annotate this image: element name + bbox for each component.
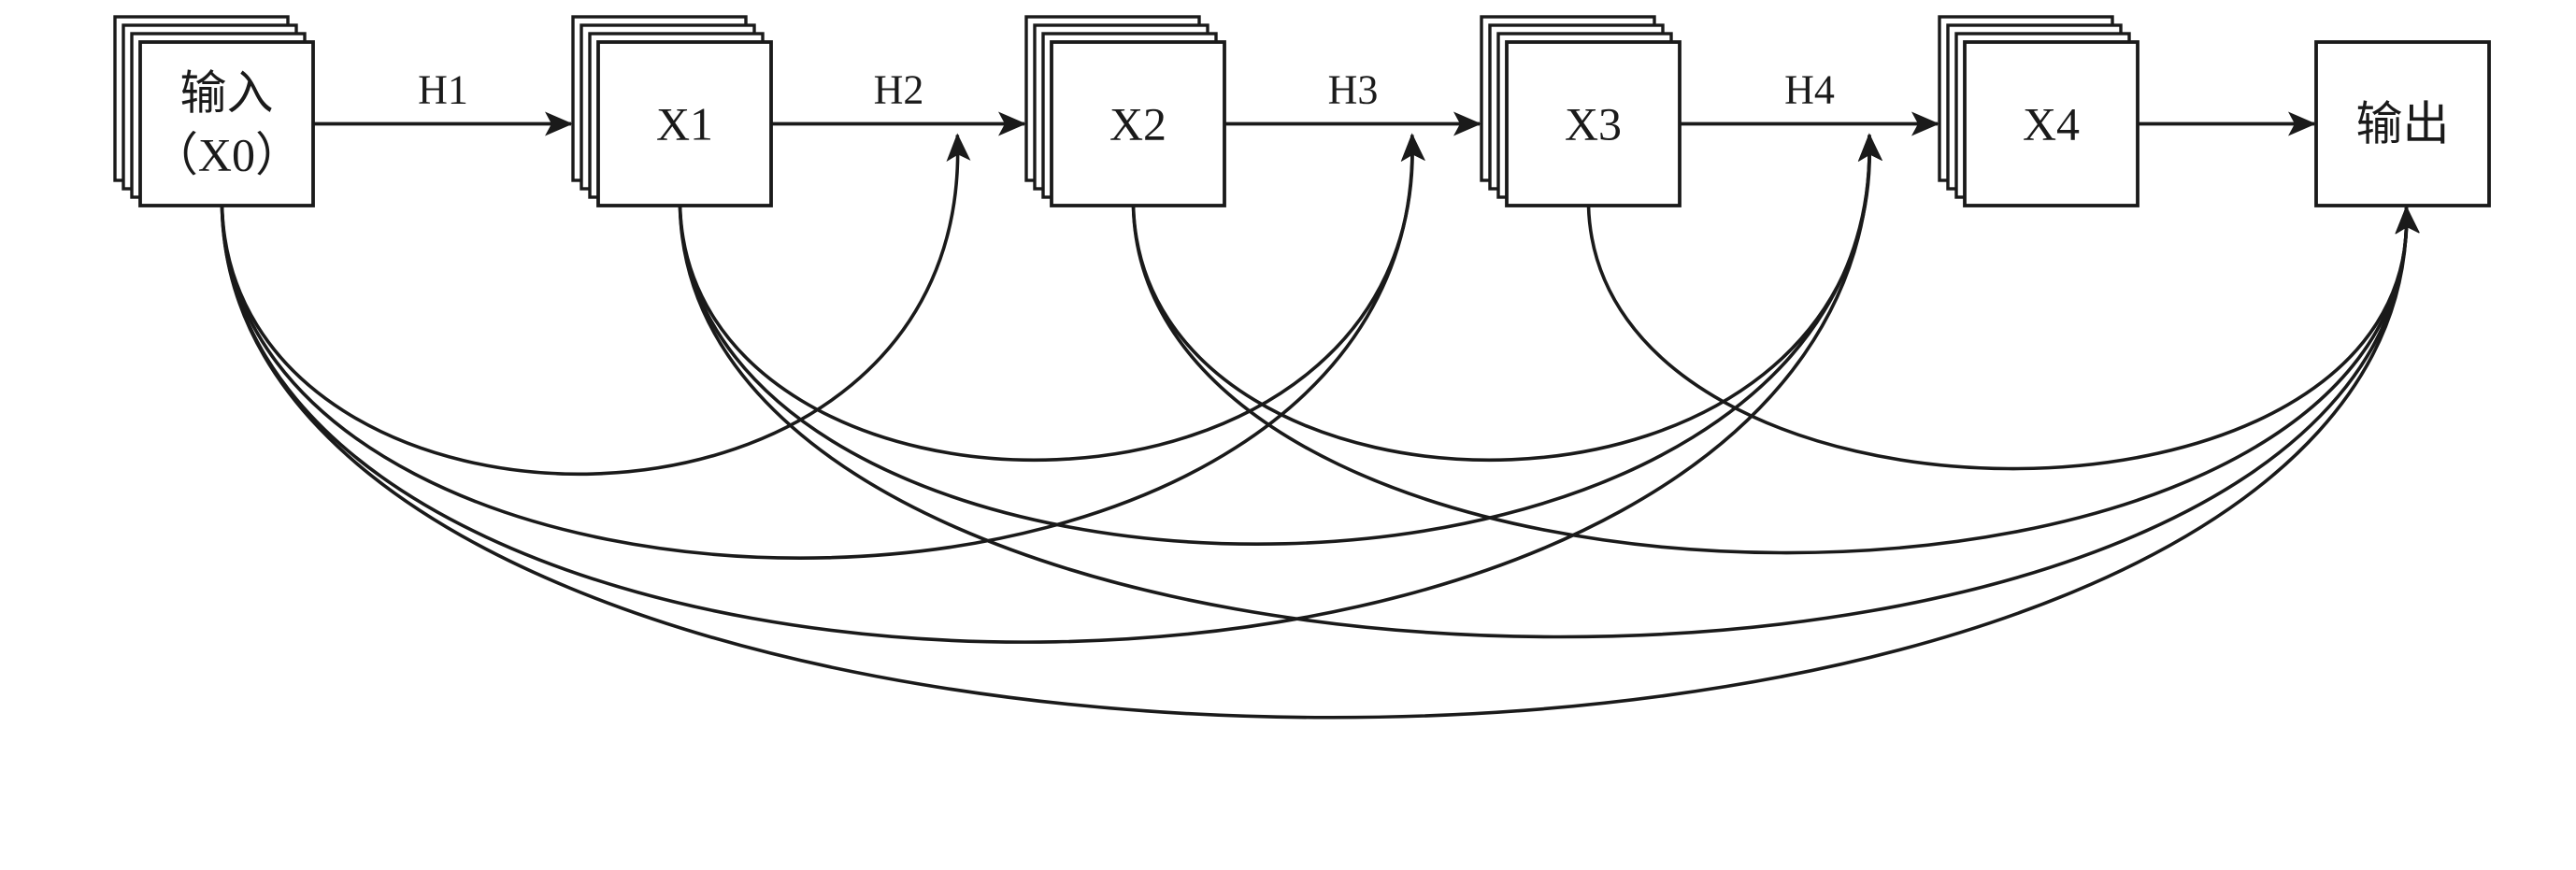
skip-connection-x2-x4 xyxy=(1131,133,1883,463)
edge-label: H1 xyxy=(418,67,468,113)
node-layer: 输入 （X0） X1 X2 X3 X4 输出 xyxy=(113,15,2491,207)
node-box xyxy=(1505,40,1682,207)
skip-connection-x1-x4 xyxy=(678,133,1882,546)
node-out: 输出 xyxy=(2314,40,2491,207)
node-x4: X4 xyxy=(1938,15,2140,207)
node-x1: X1 xyxy=(571,15,773,207)
node-label: X2 xyxy=(1109,98,1166,150)
skip-connection-x2-out xyxy=(1131,205,2420,555)
node-label: 输入 xyxy=(180,67,274,120)
node-label: X1 xyxy=(656,98,713,150)
edge-label: H4 xyxy=(1784,67,1835,113)
node-x0: 输入 （X0） xyxy=(113,15,315,207)
edge-label: H2 xyxy=(874,67,924,113)
node-x2: X2 xyxy=(1024,15,1226,207)
skip-connection-x0-out xyxy=(220,205,2420,720)
forward-edge-layer: H1 H2 H3 H4 xyxy=(313,67,2316,136)
skip-connection-x0-x4 xyxy=(220,133,1882,644)
node-box xyxy=(596,40,773,207)
node-x3: X3 xyxy=(1480,15,1682,207)
skip-connection-x1-x3 xyxy=(678,133,1425,463)
skip-connection-x0-x3 xyxy=(220,133,1425,560)
node-box xyxy=(1963,40,2140,207)
node-label: X3 xyxy=(1565,98,1622,150)
node-box xyxy=(2314,40,2491,207)
skip-connection-x0-x2 xyxy=(220,133,971,477)
node-label: （X0） xyxy=(151,129,302,181)
node-label: 输出 xyxy=(2356,98,2450,150)
node-box xyxy=(1050,40,1226,207)
skip-connection-x1-out xyxy=(678,205,2420,639)
skip-connection-x3-out xyxy=(1586,205,2420,471)
edge-label: H3 xyxy=(1328,67,1379,113)
node-box xyxy=(138,40,315,207)
skip-connection-layer xyxy=(220,133,2420,720)
node-label: X4 xyxy=(2023,98,2080,150)
